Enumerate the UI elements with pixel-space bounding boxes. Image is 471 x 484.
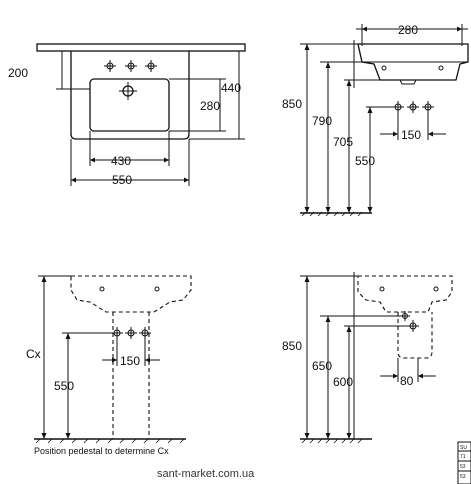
basin-outline-dashed [357, 275, 453, 313]
top-view-basin-outline [70, 51, 190, 140]
dim-overflow-height: 790 [312, 114, 332, 128]
title-block-row: 71 [460, 454, 466, 460]
supply-icon [400, 311, 410, 321]
supply-right-icon [139, 327, 151, 339]
side-semipedestal-view: 850 650 600 80 [282, 272, 453, 444]
dim-supply-height: 550 [54, 379, 74, 393]
dim-tap-offset: 200 [8, 66, 28, 80]
dim-supply-height: 550 [355, 154, 375, 168]
dim-width-total: 550 [112, 173, 132, 187]
title-block-row: SU [460, 445, 467, 451]
dim-waste-height: 705 [333, 135, 353, 149]
top-view: 200 440 280 430 550 [8, 43, 246, 187]
dim-overflow-height: 650 [312, 359, 332, 373]
dim-supply-spacing: 150 [120, 354, 140, 368]
dim-supply-spacing: 150 [401, 128, 421, 142]
title-block-row: 53 [460, 464, 466, 470]
side-view-basin [357, 43, 469, 81]
pedestal-note: Position pedestal to determine Cx [34, 446, 169, 456]
dim-depth-total: 440 [221, 81, 241, 95]
drain-hole [119, 82, 137, 100]
dim-rim-height: 850 [282, 339, 302, 353]
top-view-rim [36, 43, 246, 52]
dim-rim-height: 850 [282, 97, 302, 111]
waste-icon [125, 327, 137, 339]
supply-left-icon [392, 101, 404, 113]
tap-hole-center [125, 60, 137, 72]
basin-outline-dashed [70, 275, 192, 313]
side-view: 280 850 790 705 [282, 23, 469, 217]
dim-bowl-depth: 280 [398, 23, 418, 37]
waste-icon [407, 320, 419, 332]
semipedestal-outline-dashed [397, 312, 433, 359]
top-view-bowl [89, 78, 170, 132]
waste-icon [407, 101, 419, 113]
front-pedestal-view: Cx 550 150 Position pedestal to determin… [26, 275, 192, 456]
tap-hole-left [104, 60, 116, 72]
dim-cx: Cx [26, 347, 41, 361]
dim-depth-inner: 280 [200, 99, 220, 113]
watermark: sant-market.com.ua [157, 468, 255, 480]
dim-waste-height: 600 [333, 375, 353, 389]
title-block: SU 71 53 53 [457, 441, 471, 484]
title-block-row: 53 [460, 474, 466, 480]
supply-right-icon [422, 101, 434, 113]
dim-width-inner: 430 [111, 154, 131, 168]
supply-left-icon [111, 327, 123, 339]
dim-semi-width: 80 [400, 374, 414, 388]
tap-hole-right [145, 60, 157, 72]
